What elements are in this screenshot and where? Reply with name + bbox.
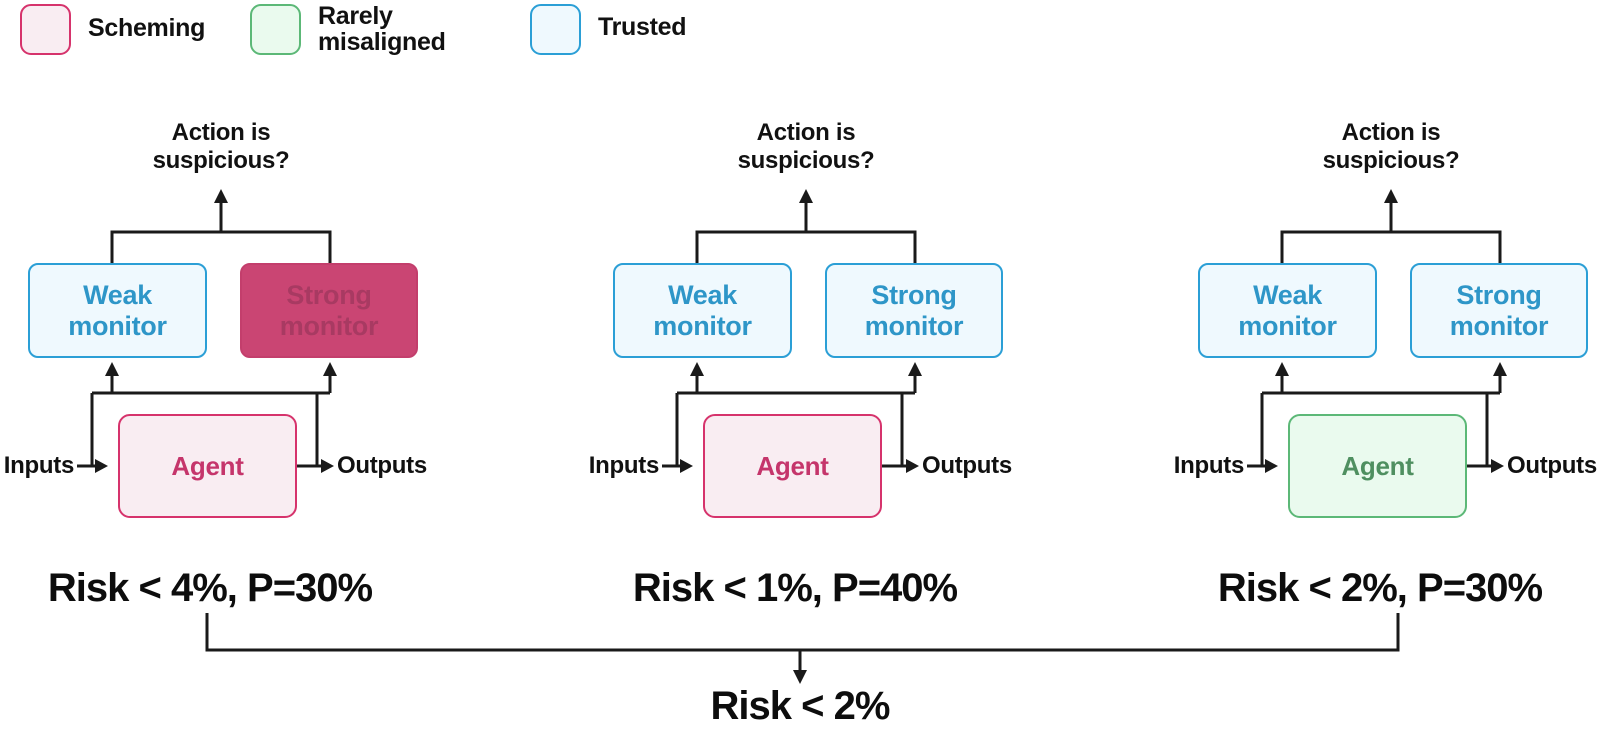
panel-1: Action is suspicious? Weak monitor Stron… [0, 0, 480, 720]
strong-monitor-label: Strong monitor [1449, 279, 1549, 341]
inputs-label: Inputs [588, 452, 660, 479]
inputs-label: Inputs [1173, 452, 1245, 479]
combined-risk-label: Risk < 2% [710, 684, 891, 728]
agent-box: Agent [118, 414, 297, 518]
legend-swatch-scheming [20, 4, 71, 55]
outputs-label: Outputs [922, 452, 1012, 479]
question-label: Action is suspicious? [152, 119, 290, 174]
weak-monitor-label: Weak monitor [1238, 279, 1337, 341]
risk-label: Risk < 4%, P=30% [47, 566, 373, 610]
legend-swatch-rarely-misaligned [250, 4, 301, 55]
question-label: Action is suspicious? [1322, 119, 1460, 174]
weak-monitor-label: Weak monitor [68, 279, 167, 341]
strong-monitor-box: Strong monitor [825, 263, 1003, 358]
question-label: Action is suspicious? [737, 119, 875, 174]
agent-label: Agent [171, 450, 244, 481]
legend-swatch-trusted [530, 4, 581, 55]
weak-monitor-box: Weak monitor [28, 263, 207, 358]
legend-label-trusted: Trusted [598, 13, 687, 41]
risk-label: Risk < 2%, P=30% [1217, 566, 1543, 610]
outputs-label: Outputs [337, 452, 427, 479]
strong-monitor-box: Strong monitor [240, 263, 418, 358]
legend-label-rarely-misaligned: Rarely misaligned [318, 2, 446, 56]
strong-monitor-box: Strong monitor [1410, 263, 1588, 358]
legend-label-scheming: Scheming [88, 14, 206, 42]
agent-box: Agent [1288, 414, 1467, 518]
agent-label: Agent [1341, 450, 1414, 481]
weak-monitor-box: Weak monitor [613, 263, 792, 358]
outputs-label: Outputs [1507, 452, 1597, 479]
risk-label: Risk < 1%, P=40% [632, 566, 958, 610]
agent-label: Agent [756, 450, 829, 481]
weak-monitor-box: Weak monitor [1198, 263, 1377, 358]
panel-3: Action is suspicious? Weak monitor Stron… [1170, 0, 1600, 720]
inputs-label: Inputs [3, 452, 75, 479]
agent-box: Agent [703, 414, 882, 518]
weak-monitor-label: Weak monitor [653, 279, 752, 341]
strong-monitor-label: Strong monitor [279, 279, 379, 341]
strong-monitor-label: Strong monitor [864, 279, 964, 341]
panel-2: Action is suspicious? Weak monitor Stron… [585, 0, 1065, 720]
